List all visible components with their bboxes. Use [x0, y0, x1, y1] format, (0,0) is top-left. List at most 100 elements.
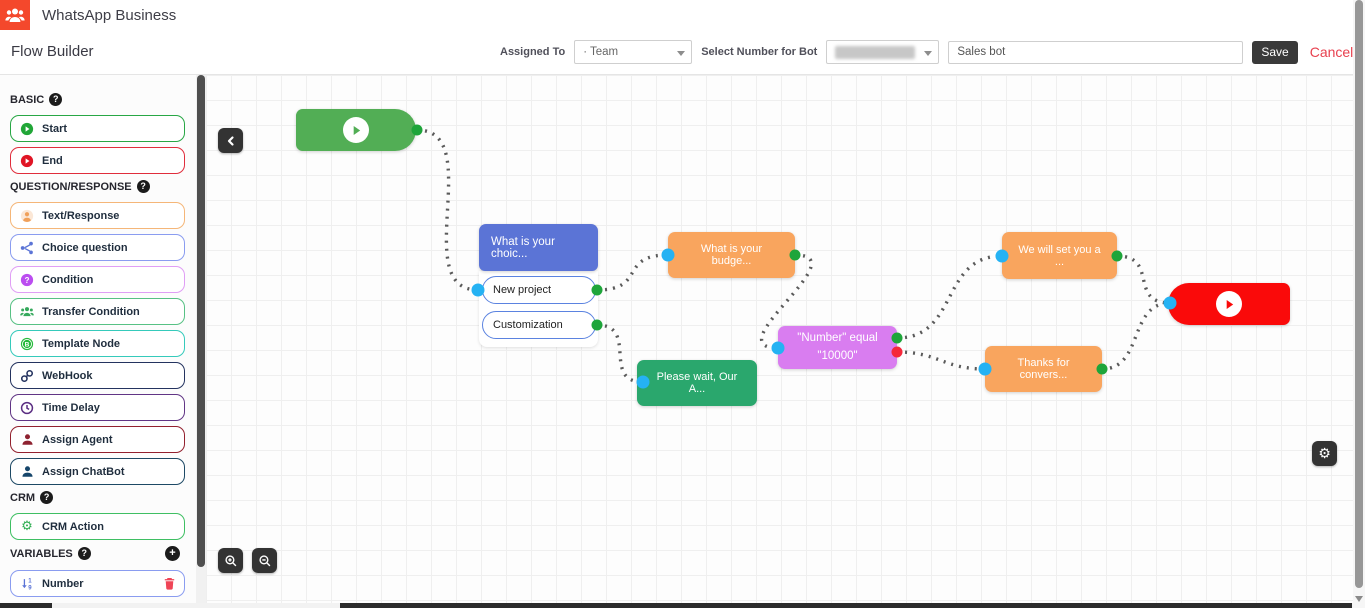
- port-condition-true[interactable]: [891, 332, 903, 344]
- help-icon: ?: [49, 93, 63, 106]
- app-logo: [0, 0, 30, 30]
- share-icon: [20, 241, 34, 255]
- trash-icon[interactable]: [164, 577, 175, 590]
- help-icon: ?: [77, 547, 91, 560]
- port-option1-out[interactable]: [591, 284, 603, 296]
- port-choice-in[interactable]: [471, 283, 485, 297]
- vertical-scrollbar-thumb[interactable]: [1355, 0, 1363, 588]
- collapse-sidebar-button[interactable]: [218, 128, 243, 153]
- palette-item-choice-question[interactable]: Choice question: [10, 234, 185, 261]
- play-circle-icon: [20, 154, 34, 168]
- horizontal-scrollbar[interactable]: [0, 603, 1353, 608]
- port-thanks-out[interactable]: [1096, 363, 1108, 375]
- question-circle-icon: ?: [20, 273, 34, 287]
- palette-item-webhook[interactable]: WebHook: [10, 362, 185, 389]
- node-budget-question[interactable]: What is your budge...: [668, 232, 795, 278]
- page-title: Flow Builder: [11, 43, 94, 60]
- chevron-down-icon: [677, 51, 686, 56]
- users-icon: [5, 8, 25, 22]
- palette-item-time-delay[interactable]: Time Delay: [10, 394, 185, 421]
- cancel-link[interactable]: Cancel: [1309, 44, 1354, 60]
- connection: [416, 128, 479, 292]
- flow-canvas[interactable]: What is your choic... New project Custom…: [206, 75, 1353, 603]
- app-header: WhatsApp Business: [0, 0, 1365, 30]
- port-option2-out[interactable]: [591, 319, 603, 331]
- port-budget-in[interactable]: [661, 248, 675, 262]
- palette-item-assign-agent[interactable]: Assign Agent: [10, 426, 185, 453]
- sidebar-scrollbar-thumb[interactable]: [197, 75, 205, 567]
- play-icon: [1216, 291, 1242, 317]
- clock-icon: [20, 401, 34, 415]
- node-condition[interactable]: "Number" equal "10000": [778, 326, 897, 369]
- node-setup-message[interactable]: We will set you a ...: [1002, 232, 1117, 279]
- user-icon: [20, 465, 34, 478]
- vertical-scrollbar[interactable]: [1353, 0, 1365, 608]
- horizontal-scrollbar-thumb-left[interactable]: [0, 603, 52, 608]
- palette-item-condition[interactable]: ? Condition: [10, 266, 185, 293]
- cogs-icon: ⚙: [21, 519, 33, 534]
- bot-number-select[interactable]: [826, 40, 940, 64]
- node-start[interactable]: [296, 109, 416, 151]
- node-thanks-message[interactable]: Thanks for convers...: [985, 346, 1102, 392]
- palette-item-start[interactable]: Start: [10, 115, 185, 142]
- svg-text:9: 9: [28, 584, 32, 590]
- palette-item-crm-action[interactable]: ⚙ VARIABLES CRM Action: [10, 513, 185, 540]
- topbar: Flow Builder Assigned To · Team Select N…: [0, 30, 1365, 75]
- palette-item-template-node[interactable]: B Template Node: [10, 330, 185, 357]
- port-setup-out[interactable]: [1111, 250, 1123, 262]
- palette-item-text-response[interactable]: Text/Response: [10, 202, 185, 229]
- port-thanks-in[interactable]: [978, 362, 992, 376]
- section-basic: BASIC ?: [10, 93, 188, 106]
- user-icon: [20, 433, 34, 446]
- node-choice-question[interactable]: What is your choic...: [479, 224, 598, 271]
- gear-icon: ⚙: [1318, 445, 1331, 462]
- play-icon: [343, 117, 369, 143]
- port-condition-in[interactable]: [771, 341, 785, 355]
- choice-option[interactable]: New project: [482, 276, 596, 304]
- app-title: WhatsApp Business: [42, 6, 177, 24]
- zoom-out-button[interactable]: [252, 548, 277, 573]
- assigned-to-select[interactable]: · Team: [574, 40, 693, 64]
- section-question-response: QUESTION/RESPONSE ?: [10, 180, 188, 193]
- connection: [1101, 301, 1171, 371]
- connection: [1116, 254, 1171, 305]
- palette-item-transfer-condition[interactable]: Transfer Condition: [10, 298, 185, 325]
- node-please-wait[interactable]: Please wait, Our A...: [637, 360, 757, 406]
- choice-option[interactable]: Customization: [482, 311, 596, 339]
- port-condition-false[interactable]: [891, 346, 903, 358]
- zoom-in-button[interactable]: [218, 548, 243, 573]
- svg-text:?: ?: [25, 275, 30, 284]
- select-number-label: Select Number for Bot: [701, 46, 818, 58]
- zoom-in-icon: [224, 554, 236, 566]
- connection: [596, 323, 644, 384]
- user-circle-icon: [20, 209, 34, 223]
- settings-button[interactable]: ⚙: [1312, 441, 1337, 466]
- users-icon: [20, 305, 34, 318]
- save-button[interactable]: Save: [1252, 40, 1298, 64]
- bot-name-input[interactable]: [948, 40, 1244, 64]
- horizontal-scrollbar-thumb[interactable]: [340, 603, 1352, 608]
- svg-text:1: 1: [28, 577, 32, 584]
- node-end[interactable]: [1168, 283, 1290, 325]
- assigned-to-label: Assigned To: [500, 46, 566, 58]
- port-wait-in[interactable]: [636, 375, 650, 389]
- connection: [896, 254, 1003, 340]
- palette-item-end[interactable]: End: [10, 147, 185, 174]
- chevron-left-icon: [227, 135, 234, 146]
- help-icon: ?: [40, 491, 54, 504]
- section-variables: VARIABLES ? +: [10, 546, 188, 561]
- redacted-value: [835, 45, 916, 59]
- sidebar-scrollbar[interactable]: [196, 75, 206, 608]
- port-budget-out[interactable]: [789, 249, 801, 261]
- assigned-to-value: · Team: [583, 46, 619, 58]
- add-variable-button[interactable]: +: [165, 546, 180, 561]
- svg-text:B: B: [25, 341, 30, 348]
- port-start-out[interactable]: [411, 124, 423, 136]
- scroll-down-arrow-icon[interactable]: [1355, 596, 1363, 602]
- port-setup-in[interactable]: [995, 249, 1009, 263]
- port-end-in[interactable]: [1163, 296, 1177, 310]
- zoom-out-icon: [258, 554, 270, 566]
- palette-item-assign-chatbot[interactable]: Assign ChatBot: [10, 458, 185, 485]
